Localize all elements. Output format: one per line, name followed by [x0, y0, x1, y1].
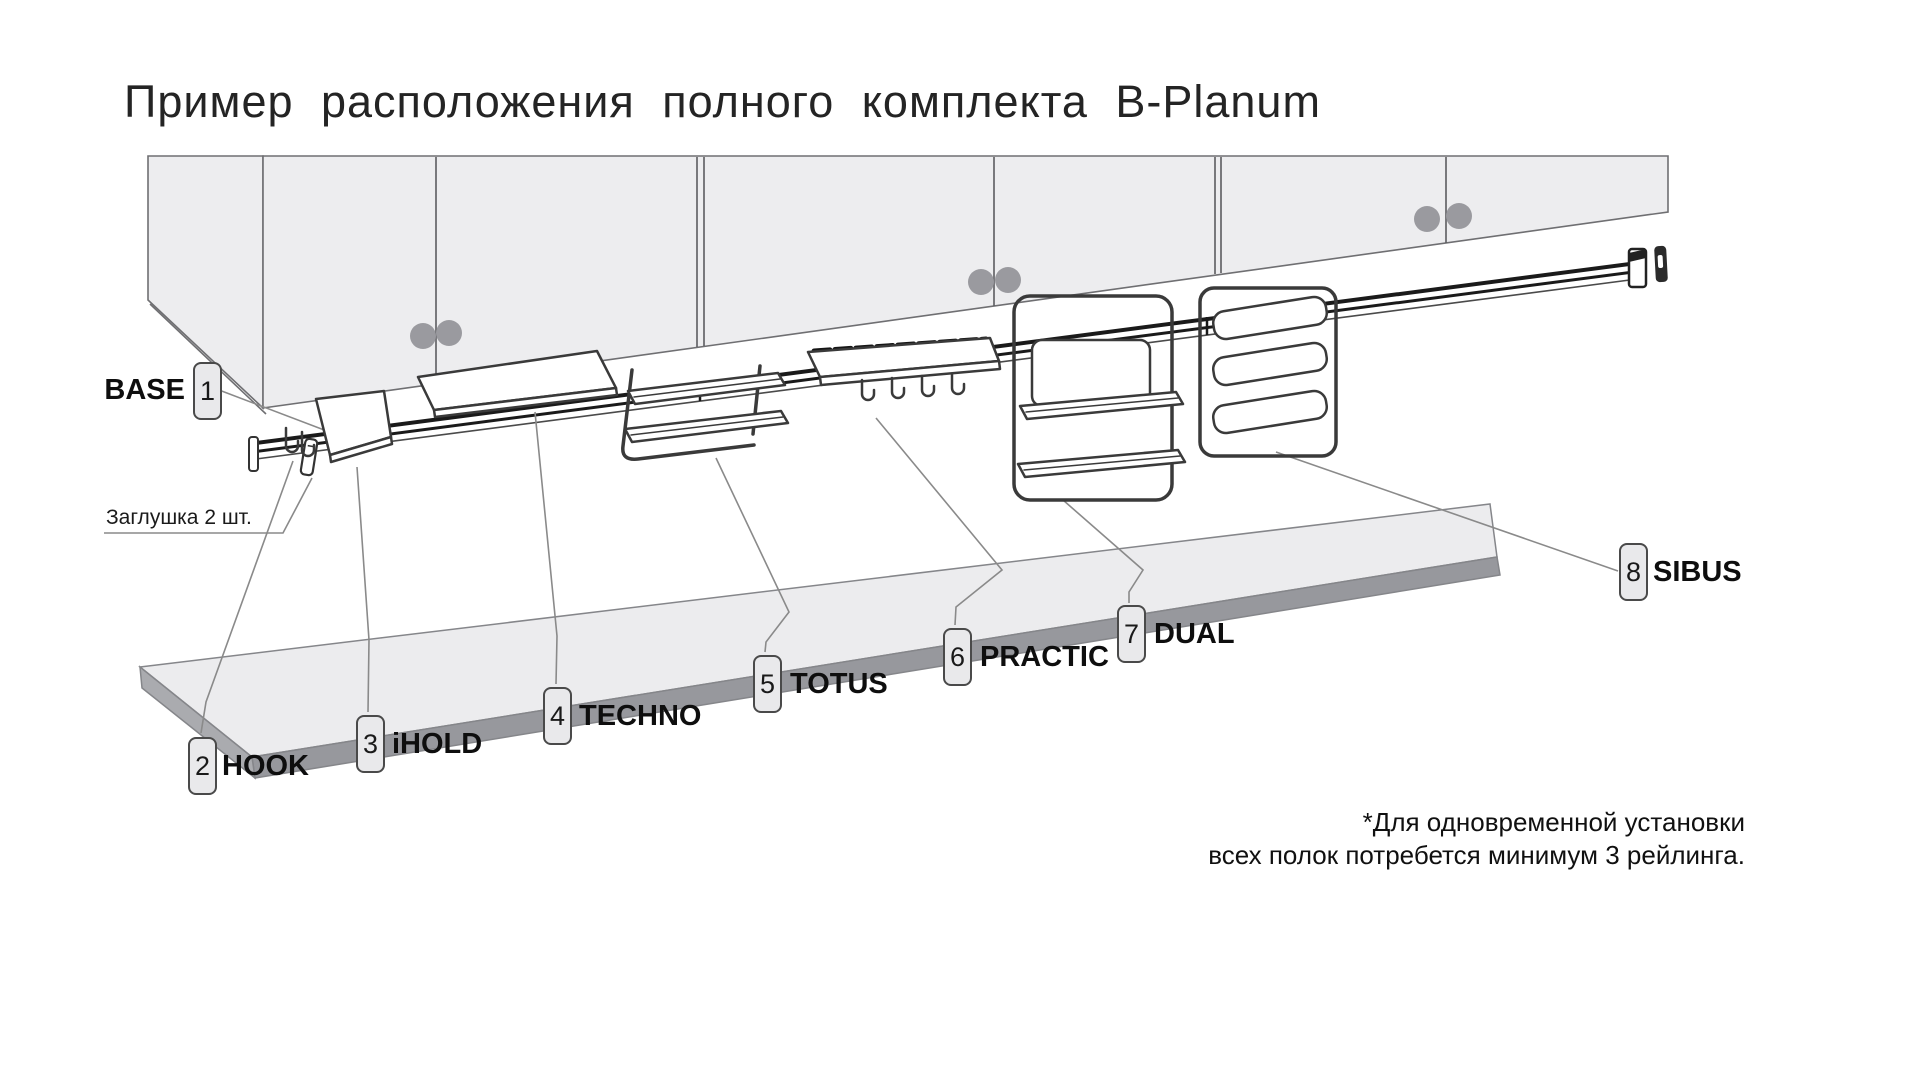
numbox-dual-value: 7 [1123, 618, 1140, 649]
label-dual: DUAL [1154, 618, 1235, 650]
leader-lines [104, 389, 1619, 734]
label-practic: PRACTIC [980, 641, 1109, 673]
cabinet-door-seams [435, 157, 1447, 384]
numbox-base-value: 1 [199, 375, 216, 406]
ihold-item [314, 389, 394, 464]
label-ihold: iHOLD [392, 728, 483, 760]
numbox-hook: 2 [188, 737, 217, 795]
countertop [138, 503, 1501, 780]
numbox-techno: 4 [543, 687, 572, 745]
numbox-ihold-value: 3 [362, 728, 379, 759]
numbox-base: 1 [193, 362, 222, 420]
countertop-top-face [138, 503, 1498, 758]
leader-practic [875, 417, 1004, 626]
rail-left-end-profile [248, 436, 259, 472]
leader-ihold [356, 466, 370, 713]
cabinet-knobs [410, 203, 1472, 349]
numbox-dual: 7 [1117, 605, 1146, 663]
countertop-side-face [139, 665, 257, 780]
footnote-line2: всех полок потребется минимум 3 рейлинга… [1208, 840, 1745, 870]
page-title: Пример расположения полного комплекта B-… [124, 76, 1321, 127]
footnote-line1: *Для одновременной установки [1362, 807, 1745, 837]
leader-hook [200, 460, 294, 734]
label-base: BASE [104, 374, 185, 406]
hook-item [284, 426, 316, 458]
numbox-sibus-value: 8 [1625, 556, 1642, 587]
rail-right-end-top [1629, 249, 1646, 262]
dual-shelf [1012, 294, 1187, 502]
leader-cap-note [104, 477, 313, 534]
leader-techno [534, 411, 558, 685]
upper-cabinets [147, 155, 1669, 415]
cap-note-label: Заглушка 2 шт. [106, 506, 252, 529]
leader-base [218, 389, 341, 437]
numbox-techno-value: 4 [549, 700, 566, 731]
leader-dual [1062, 499, 1145, 603]
cabinet-front-face [262, 155, 1669, 409]
numbox-ihold: 3 [356, 715, 385, 773]
leader-sibus [1275, 451, 1619, 572]
numbox-totus-value: 5 [759, 668, 776, 699]
sibus-rack [1198, 286, 1338, 458]
leader-totus [715, 457, 790, 653]
label-techno: TECHNO [579, 700, 702, 732]
accessories [284, 286, 1338, 502]
techno-shelf [416, 349, 619, 419]
footnote: *Для одновременной установки всех полок … [1000, 806, 1745, 872]
numbox-practic: 6 [943, 628, 972, 686]
label-totus: TOTUS [790, 668, 888, 700]
numbox-sibus: 8 [1619, 543, 1648, 601]
numbox-totus: 5 [753, 655, 782, 713]
cabinet-side-bottom-edge [149, 303, 267, 415]
label-hook: HOOK [222, 750, 309, 782]
practic-shelf [806, 336, 1002, 402]
label-sibus: SIBUS [1653, 556, 1742, 588]
numbox-practic-value: 6 [949, 641, 966, 672]
totus-shelf [621, 364, 790, 461]
numbox-hook-value: 2 [194, 750, 211, 781]
